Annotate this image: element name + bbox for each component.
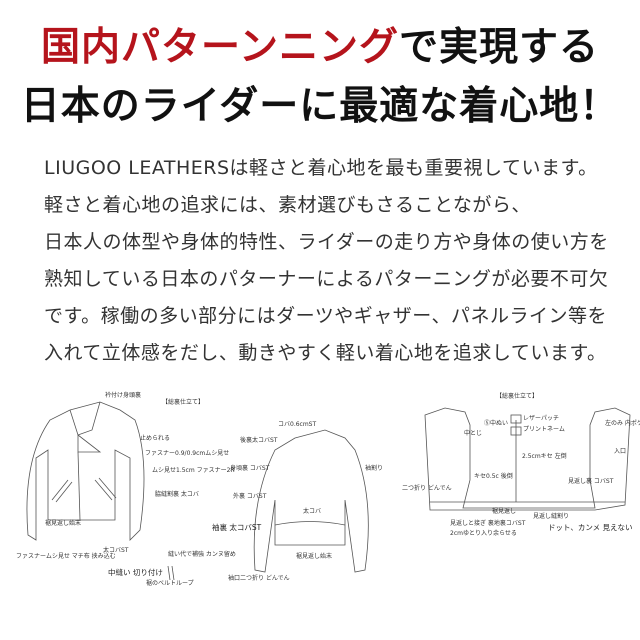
- back-label: 太コバ: [303, 507, 321, 515]
- lining-label: 2cmゆとり入り余らせる: [450, 529, 517, 537]
- lining-label: 中とじ: [464, 429, 482, 437]
- front-label: ファスナー0.9/0.9cmムシ見せ: [145, 450, 229, 457]
- back-label: 袖口二つ折り どんでん: [228, 574, 290, 582]
- front-label: 脇縫割裏 太コバ: [155, 490, 199, 498]
- lining-label: 2.5cmキセ 左倒: [522, 452, 567, 460]
- description-line: 入れて立体感をだし、動きやすく軽い着心地を追求しています。: [44, 342, 607, 364]
- back-label: 裾見返し始末: [296, 552, 332, 560]
- description-line: 熟知している日本のパターナーによるパターニングが必要不可欠: [44, 268, 609, 290]
- front-label: 裾のベルトループ: [146, 579, 194, 587]
- lining-label: 裾見返し: [492, 507, 516, 515]
- lining-label: 見返し縫割り: [533, 512, 569, 520]
- headline-line1: 国内パターンニングで実現する: [0, 24, 640, 72]
- lining-drawing: 【総裏仕立て】 中とじ Ⓢ中ぬい レザーパッチ プリントネーム 2.5cmキセ …: [402, 392, 640, 537]
- lining-label: 見返し裏 コバST: [568, 477, 614, 485]
- front-label: 裾見返し始末: [45, 519, 81, 527]
- front-label: 衿付け身頭裏: [105, 391, 141, 399]
- back-label: 後裏太コバST: [240, 436, 278, 444]
- lining-heading: 【総裏仕立て】: [496, 392, 538, 400]
- headline-line2: 日本のライダーに最適な着心地！: [20, 84, 620, 129]
- description-line: です。稼働の多い部分にはダーツやギャザー、パネルライン等を: [44, 305, 608, 327]
- front-jacket-drawing: 衿付け身頭裏 【総裏仕立て】 止められる ファスナー0.9/0.9cmムシ見せ …: [16, 391, 236, 587]
- headline-accent: 国内パターンニング: [40, 25, 400, 70]
- back-jacket-drawing: コバ0.6cmST 後裏太コバST 身頃裏 コバST 外裏 コバST 袖裏 太コ…: [212, 421, 383, 582]
- front-label: ファスナームシ見せ マチ布 挟み込む: [16, 552, 116, 560]
- lining-label: レザーパッチ: [523, 415, 559, 422]
- lining-label: 入口: [614, 448, 626, 455]
- lining-label: ドット、カンメ 見えない: [548, 523, 633, 532]
- description-line: 日本人の体型や身体的特性、ライダーの走り方や身体の使い方を: [44, 231, 609, 253]
- description: LIUGOO LEATHERSは軽さと着心地を最も重要視しています。 軽さと着心…: [44, 150, 614, 372]
- lining-label: 左のみ 内ポケット 片玉縁R: [605, 419, 640, 427]
- headline-rest: で実現する: [399, 25, 600, 70]
- front-label: ムシ見せ1.5cm ファスナー2R: [152, 467, 235, 474]
- description-line: 軽さと着心地の追求には、素材選びもさることながら、: [44, 194, 531, 216]
- back-label: 身頃裏 コバST: [230, 464, 270, 472]
- front-label: 中縫い 切り付け: [108, 567, 163, 577]
- description-line: LIUGOO LEATHERSは軽さと着心地を最も重要視しています。: [44, 157, 598, 179]
- back-label: 袖裏 太コバST: [212, 522, 262, 532]
- back-label: 袖割り: [365, 464, 383, 472]
- back-label: 外裏 コバST: [233, 492, 267, 500]
- front-label: 止められる: [140, 434, 170, 442]
- lining-label: Ⓢ中ぬい: [484, 419, 508, 427]
- lining-label: 見返しと接ぎ 裏地裏コバST: [450, 519, 526, 527]
- lining-label: プリントネーム: [523, 426, 565, 433]
- lining-label: キセ0.5c 後倒: [474, 472, 513, 480]
- front-heading: 【総裏仕立て】: [162, 398, 204, 406]
- front-label: 太コバST: [103, 546, 129, 554]
- pattern-drawings: 衿付け身頭裏 【総裏仕立て】 止められる ファスナー0.9/0.9cmムシ見せ …: [16, 391, 640, 587]
- lining-label: 二つ折り どんでん: [402, 484, 452, 492]
- back-label: コバ0.6cmST: [278, 421, 316, 428]
- front-label: 縫い代で補強 カンヌ留め: [168, 550, 236, 558]
